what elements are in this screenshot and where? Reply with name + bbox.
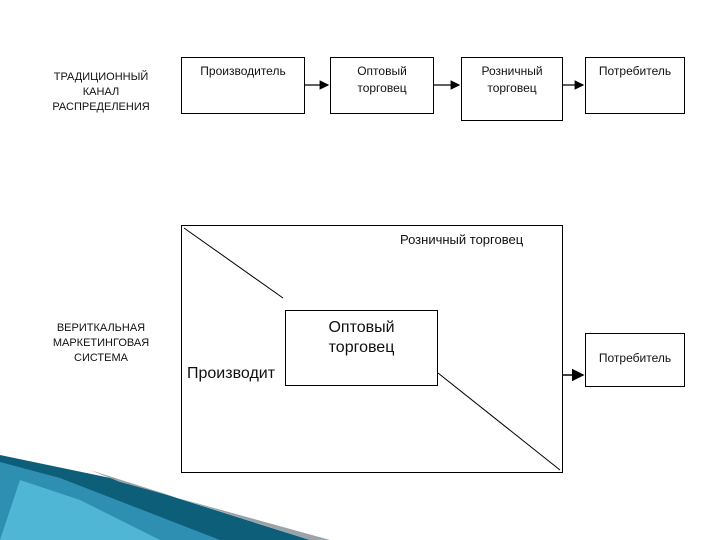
diagonal-line-lower	[438, 373, 560, 470]
diagonal-line-upper	[184, 228, 283, 298]
